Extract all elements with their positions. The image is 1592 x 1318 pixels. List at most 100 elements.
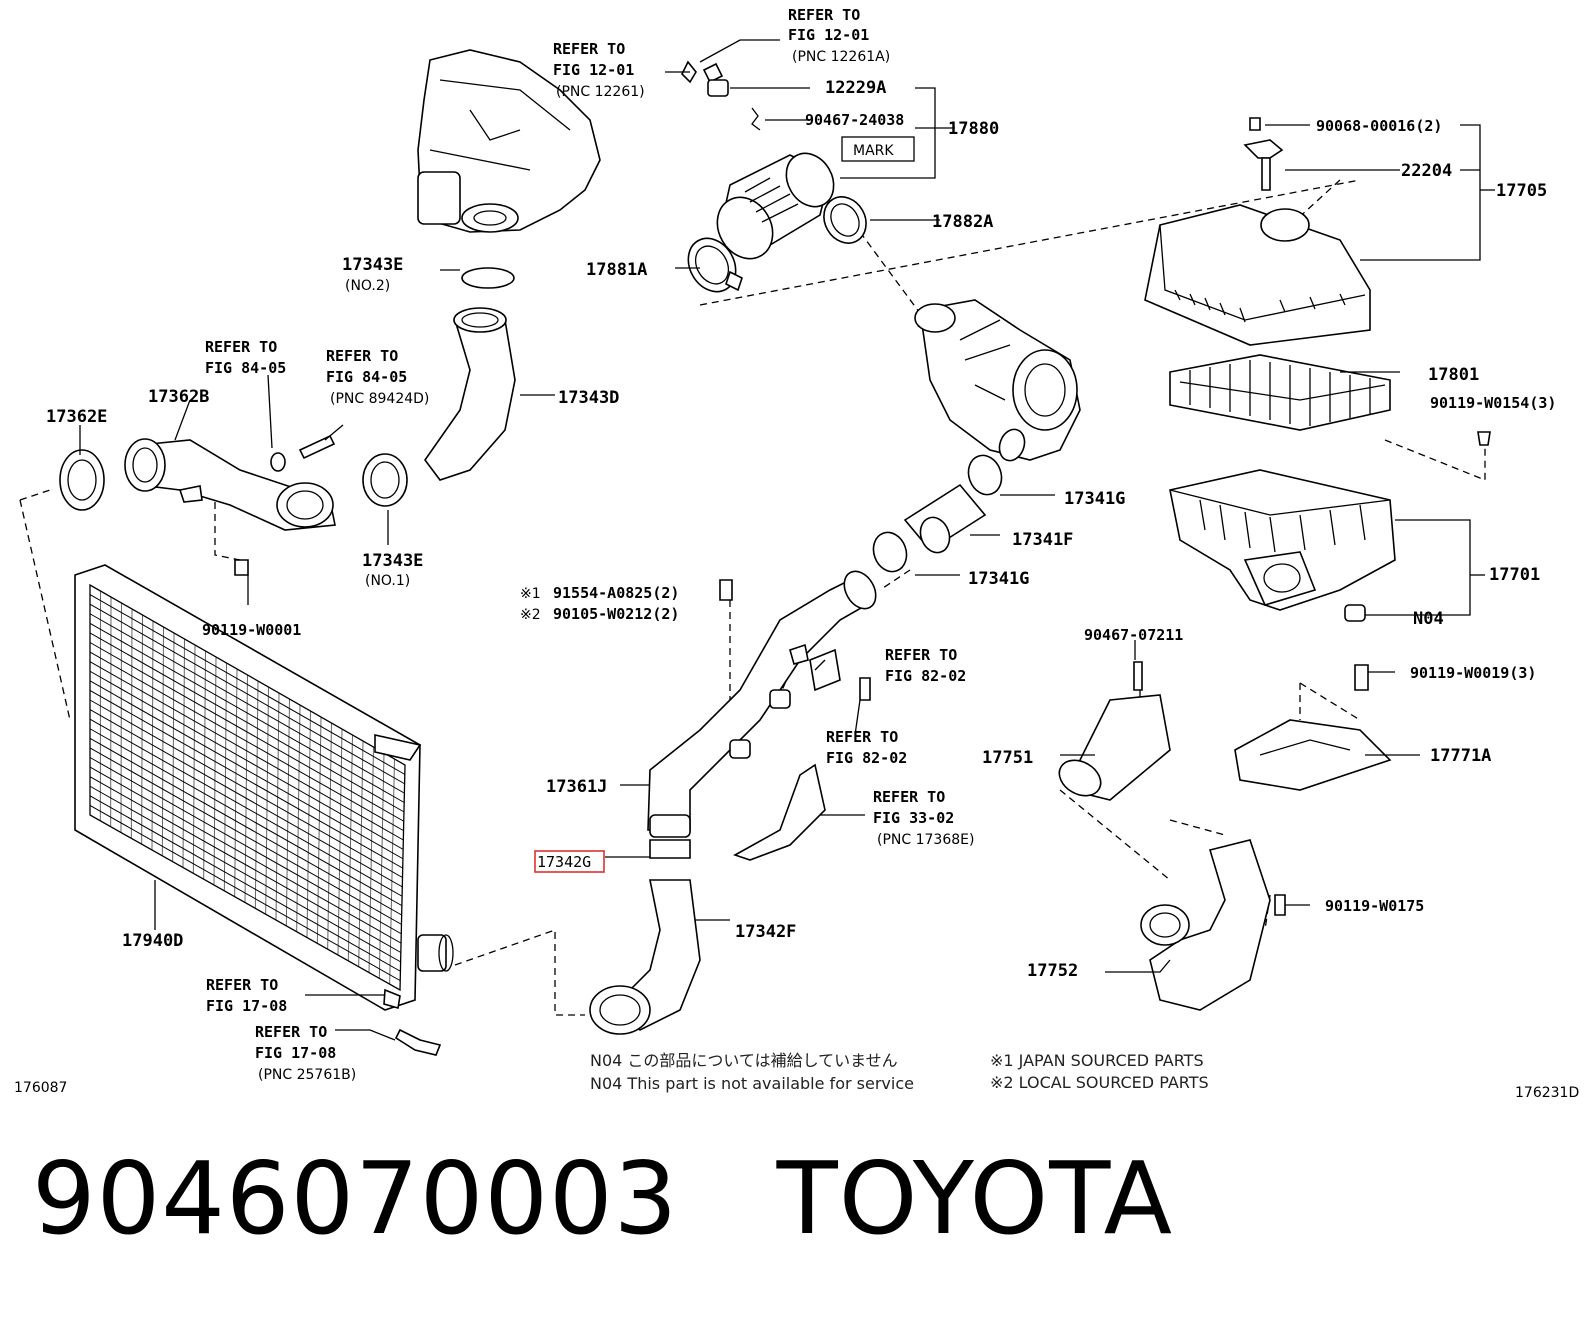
r8-line2: FIG 17-08 [206, 997, 287, 1015]
label-17343D: 17343D [558, 388, 619, 408]
label-17801: 17801 [1428, 365, 1479, 385]
fin-column [141, 614, 143, 845]
r3-line2: FIG 84-05 [205, 359, 286, 377]
label-90105-W0212: 90105-W0212(2) [553, 605, 679, 623]
fin-column [254, 680, 259, 909]
fin-column [172, 632, 175, 862]
note-n04-japanese: N04 この部品については補給していません [590, 1051, 898, 1070]
fin-column [347, 734, 353, 961]
r2-line1: REFER TO [553, 40, 625, 58]
footer-brand: TOYOTA [776, 1140, 1173, 1257]
r2-line2: FIG 12-01 [553, 61, 634, 79]
note-japan-sourced: ※1 JAPAN SOURCED PARTS [990, 1051, 1204, 1070]
air-cleaner-case-drawing [1169, 431, 1491, 622]
label-17752: 17752 [1027, 961, 1078, 981]
label-17751: 17751 [982, 748, 1033, 768]
r8-line1: REFER TO [206, 976, 278, 994]
label-17880: 17880 [948, 119, 999, 139]
label-17342G: 17342G [537, 853, 591, 871]
r7-line1: REFER TO [873, 788, 945, 806]
fin-column [285, 698, 290, 926]
label-mark1: ※1 [520, 586, 541, 602]
fin-column [234, 668, 238, 897]
footer-part-number: 9046070003 [32, 1140, 679, 1257]
reference-r9: REFER TO FIG 17-08 (PNC 25761B) [255, 1023, 356, 1083]
fin-column [223, 662, 227, 891]
r7-line3: (PNC 17368E) [877, 832, 974, 848]
leader-lines [79, 39, 1495, 1041]
label-91554-A0825: 91554-A0825(2) [553, 584, 679, 602]
reference-r7: REFER TO FIG 33-02 (PNC 17368E) [873, 788, 974, 848]
figure-id-right: 176231D [1515, 1085, 1579, 1100]
fin-column [130, 608, 133, 839]
label-90119-W0019: 90119-W0019(3) [1410, 664, 1536, 682]
highlight-box-17342G [534, 850, 605, 873]
mark-box [841, 136, 915, 162]
hose-17343D-drawing [424, 267, 516, 481]
r1-line1: REFER TO [788, 6, 860, 24]
label-22204: 22204 [1401, 161, 1452, 181]
hose-17341-drawing [872, 454, 1003, 573]
label-17342F: 17342F [735, 922, 796, 942]
parts-diagram: REFER TO FIG 12-01 (PNC 12261A) REFER TO… [14, 6, 1579, 1100]
fin-column [120, 602, 122, 833]
label-17341G-bottom: 17341G [968, 569, 1029, 589]
r4-line2: FIG 84-05 [326, 368, 407, 386]
r3-line1: REFER TO [205, 338, 277, 356]
label-17705: 17705 [1496, 181, 1547, 201]
label-no1: (NO.1) [365, 573, 410, 589]
label-17341G-top: 17341G [1064, 489, 1125, 509]
label-90068-00016: 90068-00016(2) [1316, 117, 1442, 135]
fin-column [316, 716, 322, 944]
r9-line1: REFER TO [255, 1023, 327, 1041]
hose-17342-drawing [589, 839, 701, 1035]
label-90119-W0175: 90119-W0175 [1325, 897, 1424, 915]
label-17341F: 17341F [1012, 530, 1073, 550]
fin-column [213, 656, 217, 886]
fin-column [327, 722, 332, 950]
fin-column [337, 728, 343, 956]
reference-r8: REFER TO FIG 17-08 [206, 976, 287, 1015]
reference-r6: REFER TO FIG 82-02 [826, 728, 907, 767]
note-n04-english: N04 This part is not available for servi… [590, 1074, 914, 1093]
duct-17752-drawing [1140, 839, 1286, 1011]
air-cleaner-cap-drawing [1144, 117, 1371, 346]
label-mark2: ※2 [520, 607, 541, 623]
label-no2: (NO.2) [345, 278, 390, 294]
label-90119-W0154: 90119-W0154(3) [1430, 394, 1556, 412]
label-90467-07211: 90467-07211 [1084, 626, 1183, 644]
pipe-17361J-drawing [647, 570, 877, 838]
reference-r4: REFER TO FIG 84-05 (PNC 89424D) [326, 347, 429, 407]
turbocharger-drawing [914, 299, 1081, 462]
sensor-12229A-drawing [681, 60, 761, 131]
reference-r5: REFER TO FIG 82-02 [885, 646, 966, 685]
label-90467-24038: 90467-24038 [805, 111, 904, 129]
fin-column [378, 752, 385, 979]
r4-line3: (PNC 89424D) [330, 391, 429, 407]
reference-r1: REFER TO FIG 12-01 (PNC 12261A) [788, 6, 890, 65]
r9-line2: FIG 17-08 [255, 1044, 336, 1062]
label-N04: N04 [1413, 609, 1444, 629]
r9-line3: (PNC 25761B) [258, 1067, 356, 1083]
fin-column [161, 626, 164, 856]
fin-column [275, 692, 280, 921]
fin-column [265, 686, 269, 915]
intercooler-fins [89, 590, 406, 985]
fin-column [389, 758, 395, 985]
bracket-drawing [733, 763, 826, 861]
label-17882A: 17882A [932, 212, 993, 232]
label-17771A: 17771A [1430, 746, 1491, 766]
label-12229A: 12229A [825, 78, 886, 98]
fin-column [368, 746, 374, 973]
r5-line2: FIG 82-02 [885, 667, 966, 685]
label-17940D: 17940D [122, 931, 183, 951]
fin-column [182, 638, 185, 868]
fin-column [203, 650, 206, 880]
footer-caption: 9046070003 TOYOTA [32, 1140, 1173, 1257]
air-hose-17880-drawing [687, 152, 867, 293]
fin-column [306, 710, 311, 938]
duct-17751-drawing [1058, 661, 1171, 801]
air-filter-element-drawing [1169, 354, 1391, 431]
fin-column [244, 674, 248, 903]
r2-line3: (PNC 12261) [556, 84, 645, 100]
